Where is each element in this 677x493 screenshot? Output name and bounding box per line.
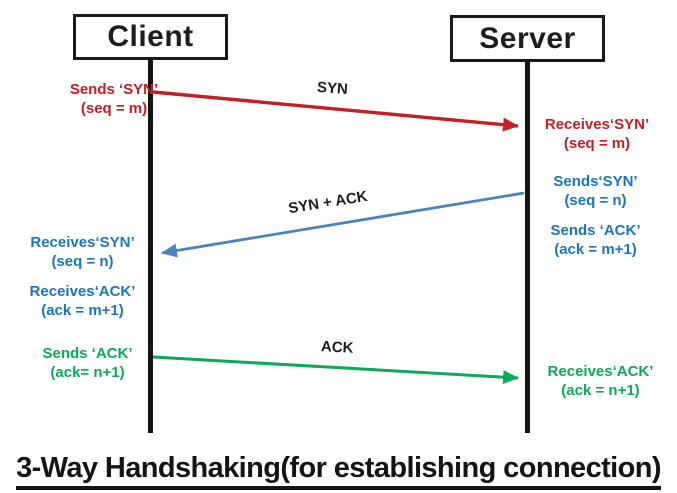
server-lifeline xyxy=(525,60,530,433)
note-line: Sends ‘ACK’ xyxy=(42,345,133,362)
client-actor-box: Client xyxy=(73,14,228,60)
note-line: (ack = n+1) xyxy=(561,382,640,399)
server-sends-syn-note: Sends‘SYN’ (seq = n) xyxy=(538,172,653,210)
client-receives-syn-note: Receives‘SYN’ (seq = n) xyxy=(25,233,140,271)
note-line: Sends‘SYN’ xyxy=(553,173,638,190)
server-actor-box: Server xyxy=(450,15,605,62)
server-sends-ack-note: Sends ‘ACK’ (ack = m+1) xyxy=(533,221,658,259)
ack-message-label: ACK xyxy=(320,338,354,357)
syn-ack-message-label: SYN + ACK xyxy=(287,187,369,218)
diagram-title: 3-Way Handshaking(for establishing conne… xyxy=(16,452,662,490)
note-line: Sends ‘SYN’ xyxy=(69,81,159,98)
ack-arrow xyxy=(152,355,519,385)
client-lifeline xyxy=(148,58,153,433)
client-sends-ack-note: Sends ‘ACK’ (ack= n+1) xyxy=(30,344,145,382)
note-line: (ack= n+1) xyxy=(50,364,125,381)
note-line: Receives‘ACK’ xyxy=(547,363,654,380)
note-line: Sends ‘ACK’ xyxy=(550,222,641,239)
note-line: (ack = m+1) xyxy=(554,241,637,258)
client-receives-ack-note: Receives‘ACK’ (ack = m+1) xyxy=(25,282,140,320)
server-receives-ack-note: Receives‘ACK’ (ack = n+1) xyxy=(538,362,663,400)
client-sends-syn-note: Sends ‘SYN’ (seq = m) xyxy=(50,80,178,118)
note-line: Receives‘SYN’ xyxy=(30,234,135,251)
diagram-title-row: 3-Way Handshaking(for establishing conne… xyxy=(0,452,677,490)
server-receives-syn-note: Receives‘SYN’ (seq = m) xyxy=(537,115,657,153)
client-actor-label: Client xyxy=(107,20,194,53)
note-line: (seq = n) xyxy=(564,192,627,209)
note-line: (seq = n) xyxy=(51,253,114,270)
note-line: (seq = m) xyxy=(80,100,148,117)
note-line: (ack = m+1) xyxy=(41,302,124,319)
note-line: (seq = m) xyxy=(563,135,631,152)
note-line: Receives‘ACK’ xyxy=(29,283,136,300)
note-line: Receives‘SYN’ xyxy=(544,116,650,133)
syn-message-label: SYN xyxy=(316,78,349,99)
server-actor-label: Server xyxy=(479,21,576,55)
